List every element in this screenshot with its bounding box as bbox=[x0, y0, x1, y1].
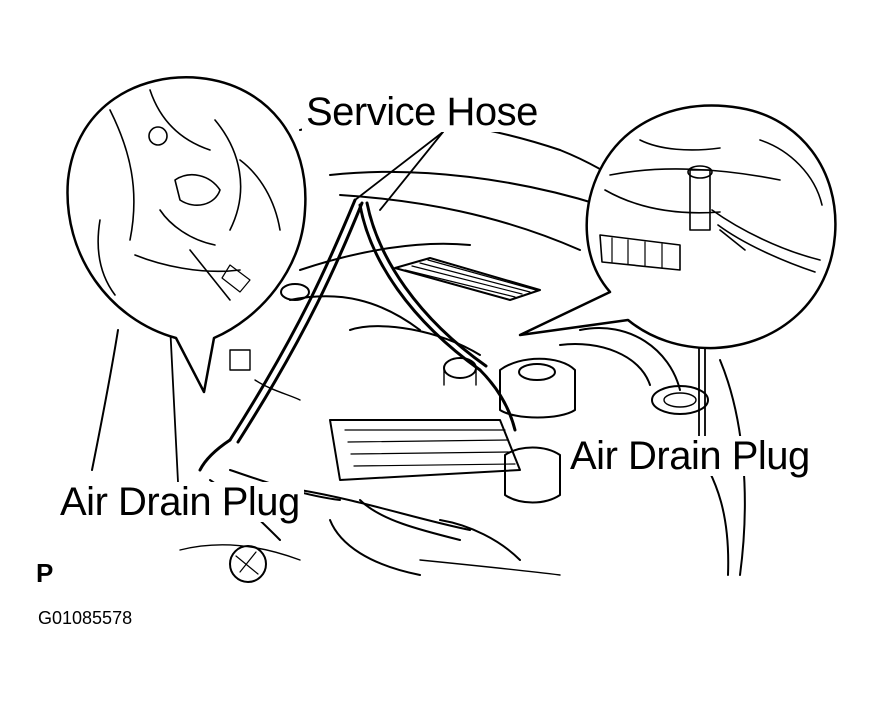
right-detail-content bbox=[599, 139, 823, 273]
engine-bay-body bbox=[91, 118, 746, 583]
service-hose-label: Service Hose bbox=[302, 92, 542, 132]
air-drain-plug-label-left: Air Drain Plug bbox=[56, 482, 304, 522]
figure-code: G01085578 bbox=[38, 608, 133, 628]
left-detail-content bbox=[97, 89, 281, 301]
service-hose bbox=[198, 198, 517, 472]
right-detail-callout bbox=[518, 104, 837, 350]
p-mark: P bbox=[36, 558, 53, 588]
air-drain-plug-label-right: Air Drain Plug bbox=[566, 436, 814, 476]
